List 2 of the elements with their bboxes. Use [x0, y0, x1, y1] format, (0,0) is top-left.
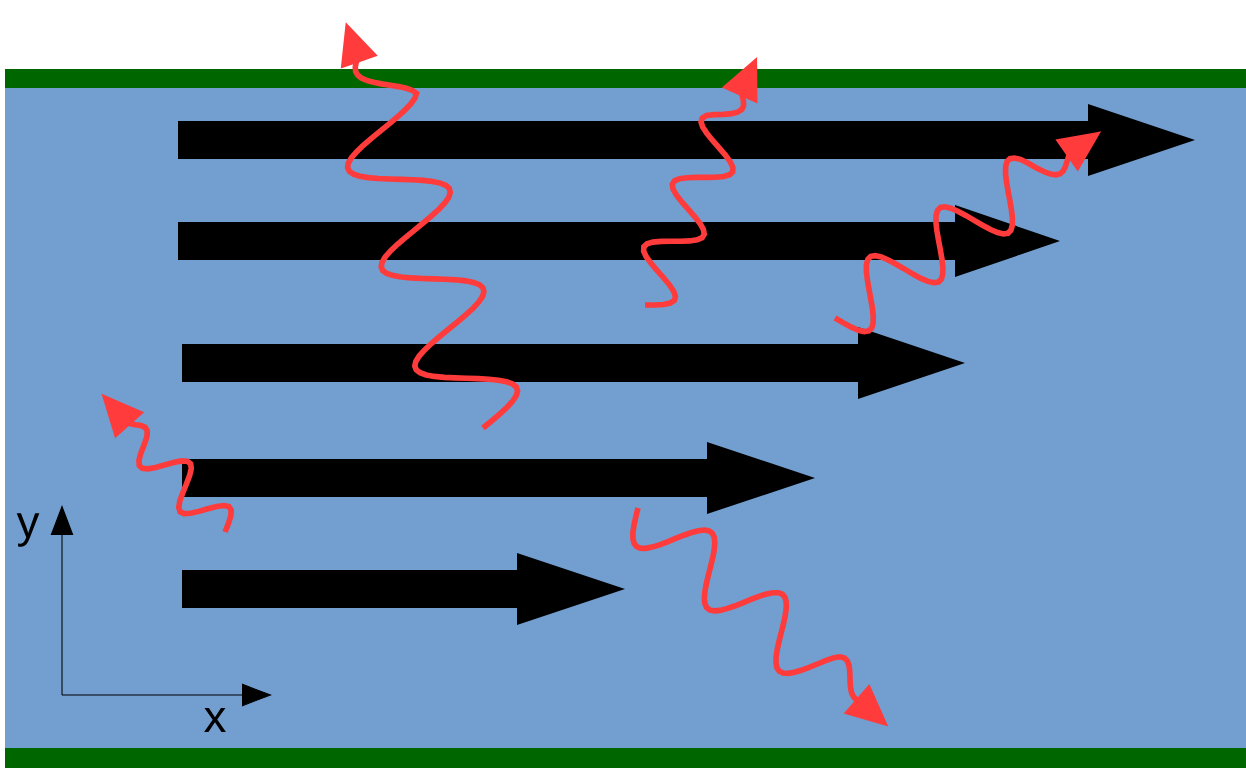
axis-label: x — [204, 707, 226, 733]
axis-label: y — [16, 513, 40, 547]
